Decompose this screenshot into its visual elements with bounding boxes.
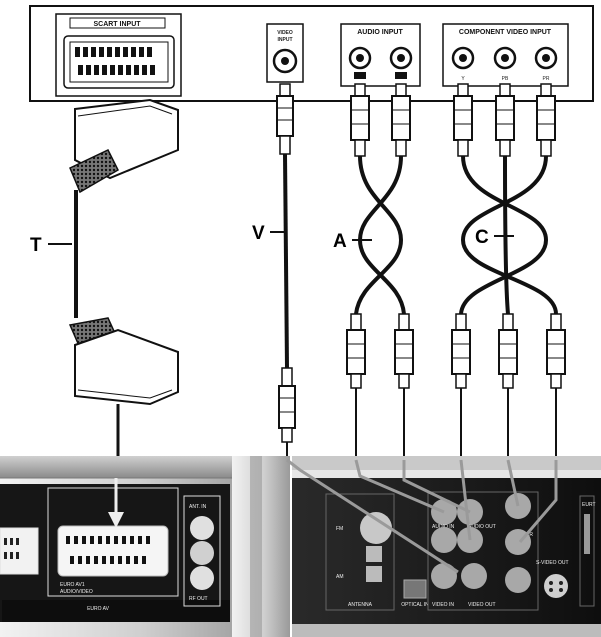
video-input-label-line2: INPUT [278, 37, 293, 43]
connection-guide-lines [286, 458, 558, 574]
optical-in-label: OPTICAL IN [401, 602, 429, 608]
recorder-left-scart-pins [4, 538, 19, 559]
rf-out-label: RF OUT [189, 596, 208, 602]
pr-label: PR [526, 532, 533, 538]
component-jack-pb-label: PB [502, 76, 509, 82]
ant-in-label: ANT. IN [189, 504, 207, 510]
audio-cable-callout: A [333, 231, 372, 252]
component-cable-callout: C [475, 227, 514, 248]
video-in-label: VIDEO IN [432, 602, 454, 608]
audio-cable-letter: A [333, 231, 347, 252]
optical-in-port: OPTICAL IN [401, 579, 429, 608]
antenna-label: ANTENNA [348, 602, 373, 608]
recorder-back-panel: EURO AV1 AUDIO/VIDEO EURO AV ANT. IN RF … [0, 456, 601, 637]
scart-input-label: SCART INPUT [93, 21, 141, 28]
video-out-label: VIDEO OUT [468, 602, 496, 608]
audio-input-jacks: AUDIO INPUT [340, 23, 421, 87]
scart-cable [68, 98, 179, 460]
audio-in-label: AUDIO IN [432, 524, 455, 530]
video-input-label-line1: VIDEO [277, 30, 293, 36]
eurt-switch: EURT [579, 495, 596, 607]
scart-input-socket: SCART INPUT [55, 13, 182, 97]
component-jack-y-label: Y [461, 76, 465, 82]
ant-rf-ports: ANT. IN RF OUT [183, 495, 221, 607]
euro-av-scart-pins [66, 536, 150, 564]
euro-av-sub-label-2: AUDIO/VIDEO [60, 589, 93, 595]
scart-cable-letter: T [30, 235, 42, 256]
antenna-ports: FM AM ANTENNA [325, 493, 395, 611]
component-video-input-jacks: COMPONENT VIDEO INPUT Y PB PR [442, 23, 569, 87]
scart-pins-top [75, 47, 152, 57]
audio-input-label: AUDIO INPUT [357, 29, 403, 36]
fm-label: FM [336, 526, 343, 532]
video-cable-letter: V [252, 223, 265, 244]
component-cable-letter: C [475, 227, 489, 248]
scart-connection-arrow [108, 478, 124, 528]
component-cable [451, 83, 566, 458]
euro-av-sub-label-1: EURO AV1 [60, 582, 85, 588]
audio-out-label: AUDIO OUT [468, 524, 496, 530]
euro-av-label: EURO AV [87, 606, 110, 612]
component-video-input-label: COMPONENT VIDEO INPUT [459, 29, 552, 36]
scart-cable-callout: T [30, 235, 72, 256]
video-cable-callout: V [252, 223, 284, 244]
tv-back-panel: SCART INPUT [29, 5, 594, 102]
component-jack-pr-label: PR [543, 76, 550, 82]
video-cable [276, 83, 296, 460]
euro-av-scart-socket: EURO AV1 AUDIO/VIDEO EURO AV [47, 487, 179, 612]
video-input-jack: VIDEO INPUT [266, 23, 304, 83]
am-label: AM [336, 574, 344, 580]
audio-cable [346, 83, 414, 458]
s-video-out-label: S-VIDEO OUT [536, 560, 569, 566]
scart-pins-bottom [78, 65, 155, 75]
s-video-out-port: S-VIDEO OUT [536, 560, 569, 598]
eurt-label: EURT [582, 502, 596, 508]
